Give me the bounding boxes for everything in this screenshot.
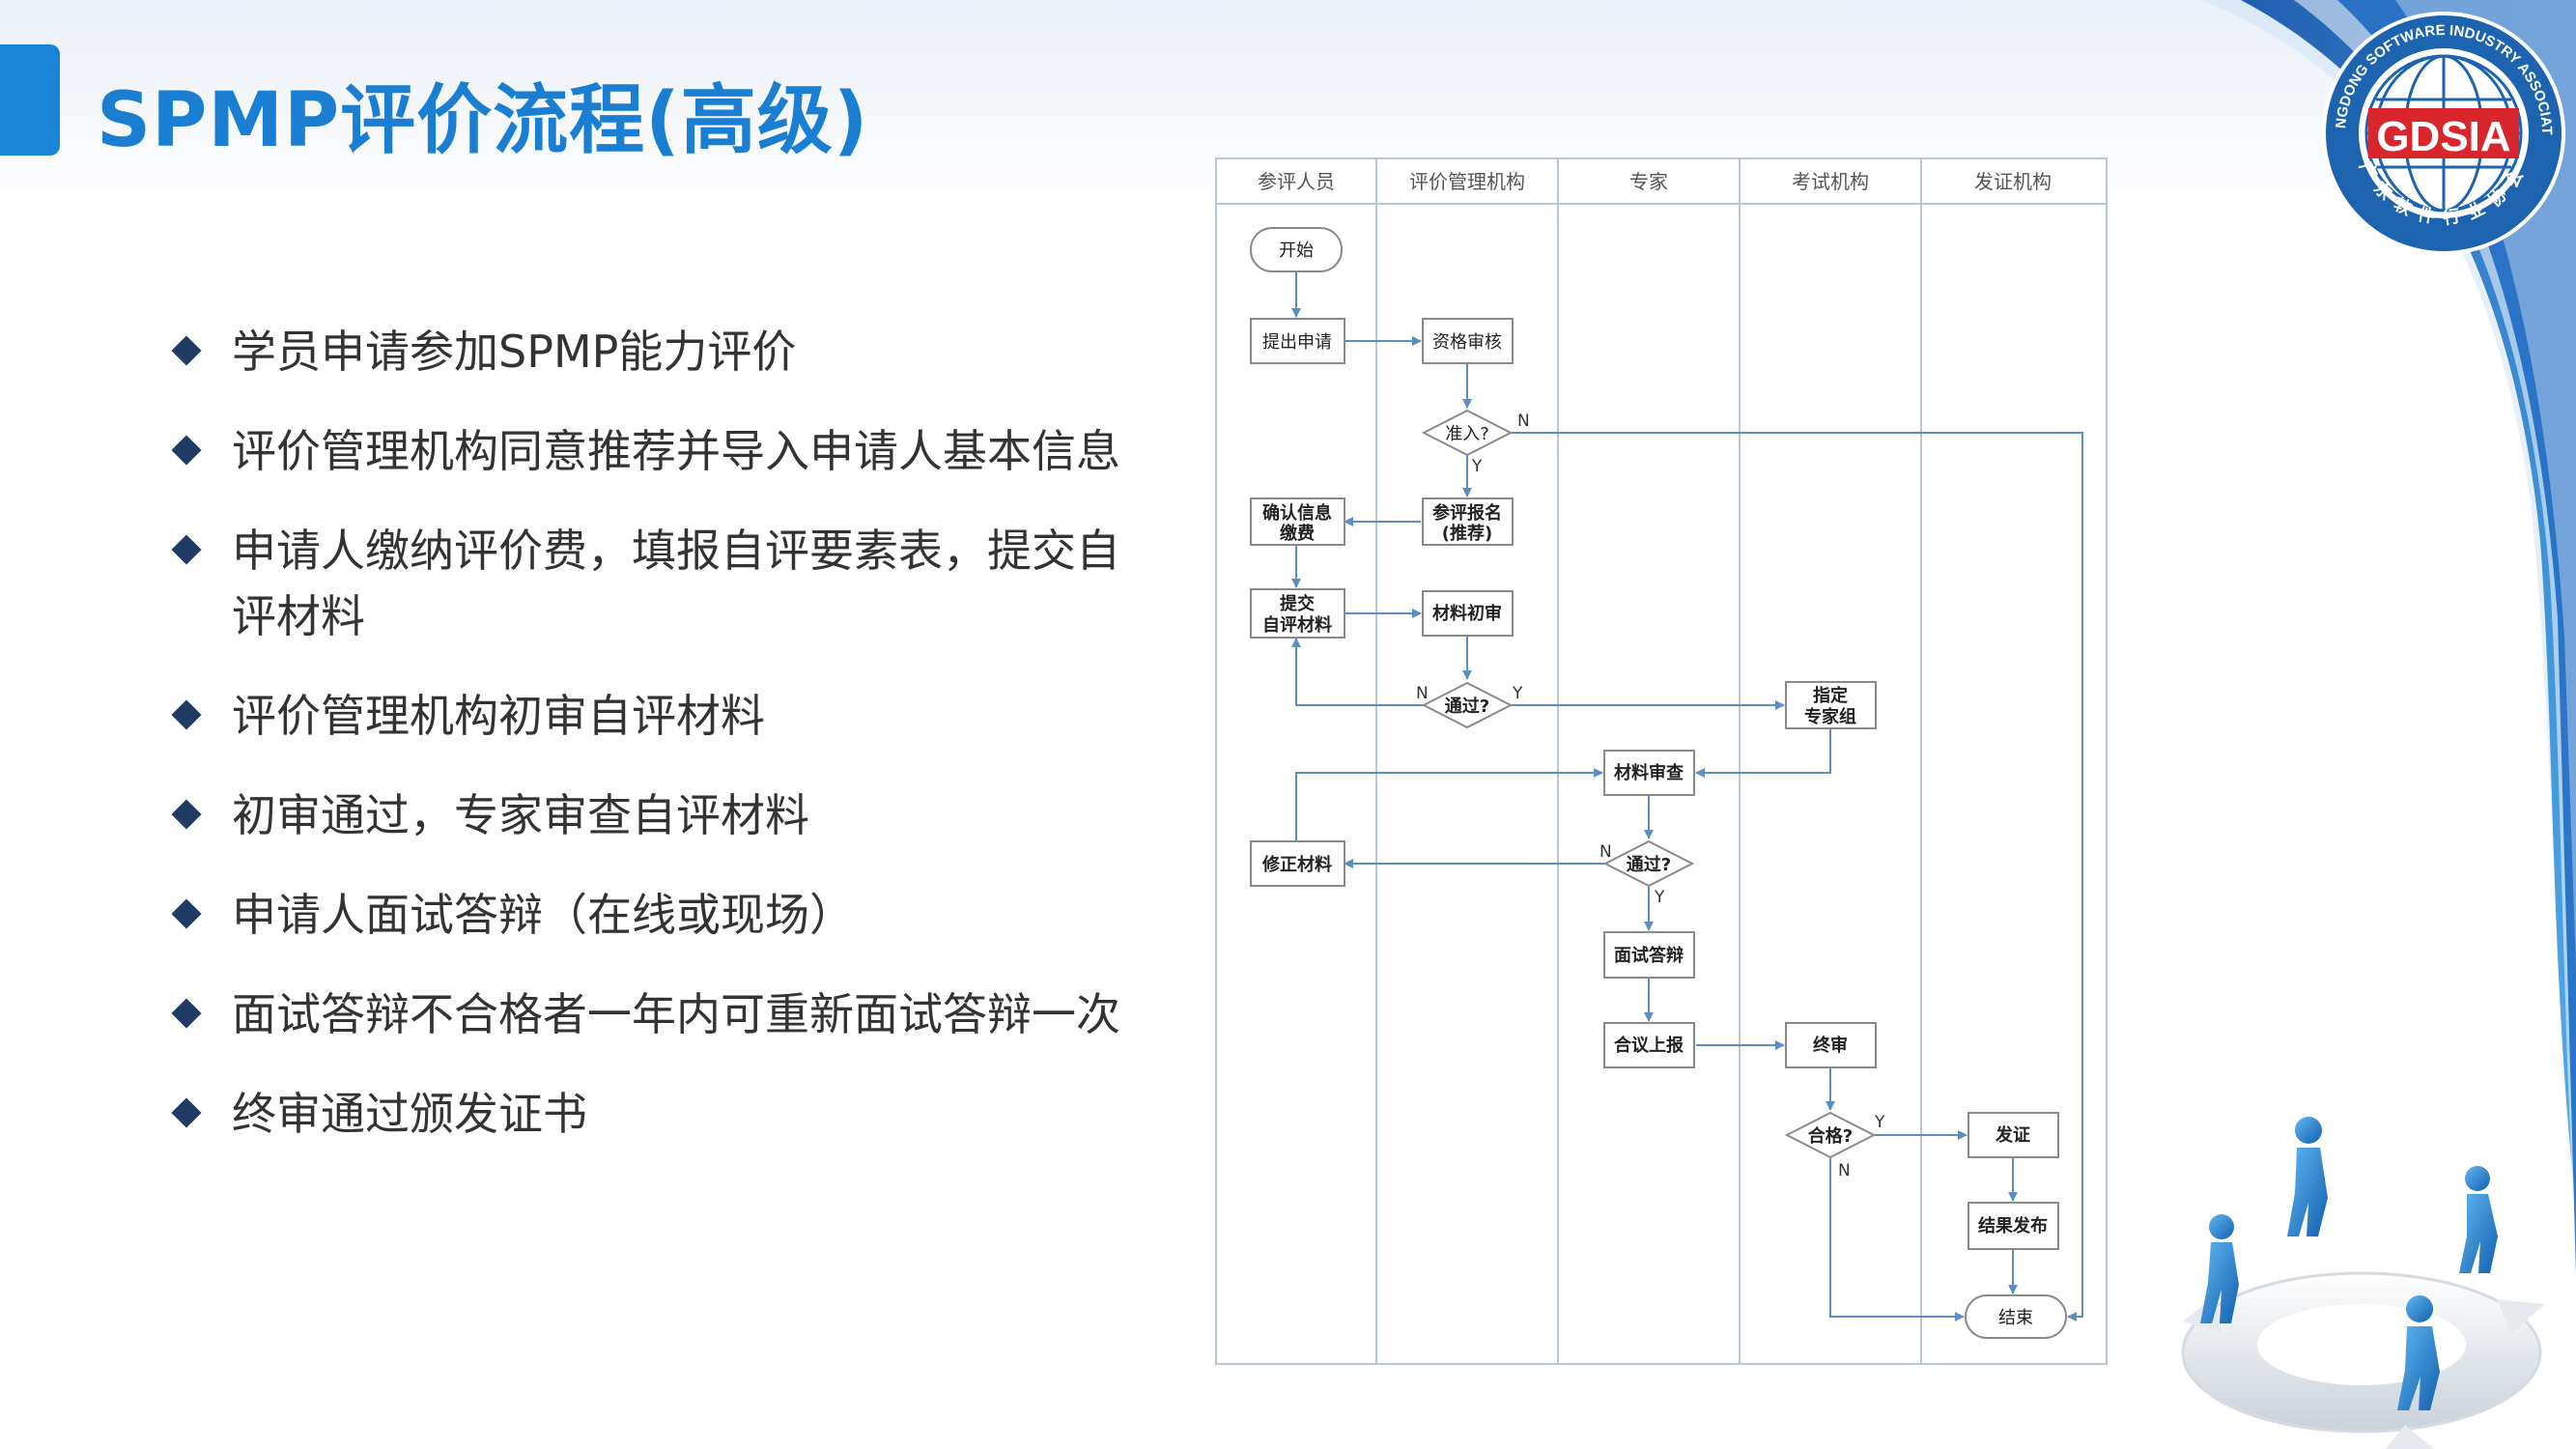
bullet-item: 终审通过颁发证书 [171,1081,1120,1147]
node-start [1250,227,1343,272]
pass1-yes-label: Y [1512,684,1523,703]
node-end [1965,1294,2067,1339]
node-final-review [1785,1022,1877,1068]
node-material-review [1603,750,1695,796]
node-pass2-label: 通过? [1627,854,1671,875]
bullet-item: 学员申请参加SPMP能力评价 [171,319,1120,384]
node-pass1-decision [1421,681,1514,729]
node-interview-label: 面试答辩 [1614,945,1684,966]
page-title: SPMP评价流程(高级) [97,77,869,164]
node-confirm-label-1: 确认信息 [1262,502,1332,524]
lane-header-participant: 参评人员 [1258,170,1335,193]
bullet-item: 评价管理机构同意推荐并导入申请人基本信息 [171,418,1120,484]
node-material-review-label: 材料审查 [1614,762,1684,783]
bullet-item: 评价管理机构初审自评材料 [171,683,1120,749]
lane-header-exam: 考试机构 [1792,170,1869,193]
admit-no-label: N [1517,412,1530,431]
diamond-bullet-icon [171,534,202,565]
node-register-label-2: (推荐) [1442,523,1492,544]
diamond-bullet-icon [171,1097,202,1128]
bullet-item: 申请人面试答辩（在线或现场） [171,882,1120,948]
title-accent-bar [0,44,60,156]
admit-yes-label: Y [1471,457,1483,476]
node-revise-label: 修正材料 [1261,854,1332,875]
node-report [1603,1022,1695,1068]
bullet-text: 终审通过颁发证书 [232,1088,587,1140]
node-qualify [1422,318,1514,364]
node-apply [1250,318,1345,364]
node-publish [1967,1202,2059,1250]
node-submit-label-2: 自评材料 [1262,614,1332,636]
diamond-bullet-icon [171,998,202,1029]
node-pass1-label: 通过? [1445,696,1489,717]
node-admit-label: 准入? [1445,424,1489,444]
node-interview [1603,931,1695,979]
bullet-text: 评价管理机构同意推荐并导入申请人基本信息 [232,425,1120,477]
qualified-no-label: N [1838,1161,1851,1180]
diamond-bullet-icon [171,699,202,730]
node-certify [1967,1112,2059,1158]
node-qualify-label: 资格审核 [1432,332,1502,353]
node-confirm-label-2: 缴费 [1280,523,1315,544]
node-pass2-decision [1602,839,1695,888]
bullet-list: 学员申请参加SPMP能力评价 评价管理机构同意推荐并导入申请人基本信息 申请人缴… [171,319,1120,1180]
node-register-label-1: 参评报名 [1432,502,1502,524]
diamond-bullet-icon [171,799,202,830]
gdsia-logo: GDSIA GUANGDONG SOFTWARE INDUSTRY ASSOCI… [2318,8,2565,255]
teamwork-illustration [2181,1117,2545,1449]
bullet-item: 面试答辩不合格者一年内可重新面试答辩一次 [171,981,1120,1047]
node-submit-label-1: 提交 [1280,593,1315,614]
node-final-review-label: 终审 [1813,1035,1848,1056]
bullet-item: 初审通过，专家审查自评材料 [171,782,1120,848]
node-qualified-label: 合格? [1808,1125,1853,1147]
bullet-text: 学员申请参加SPMP能力评价 [232,326,797,378]
node-first-review-label: 材料初审 [1432,603,1502,624]
node-end-label: 结束 [1998,1308,2033,1328]
decorative-swoosh [2202,0,2576,1275]
logo-gdsia-text: GDSIA [2376,113,2510,160]
node-register [1422,497,1514,546]
node-assign-label-1: 指定 [1813,685,1848,706]
lane-header-management: 评价管理机构 [1409,170,1525,193]
node-report-label: 合议上报 [1614,1035,1684,1056]
diamond-bullet-icon [171,898,202,929]
lane-header-certification: 发证机构 [1974,170,2052,193]
diamond-bullet-icon [171,335,202,366]
node-confirm [1250,497,1345,546]
pass1-no-label: N [1416,684,1429,703]
pass2-yes-label: Y [1654,888,1665,907]
diamond-bullet-icon [171,435,202,466]
node-certify-label: 发证 [1995,1124,2030,1146]
bullet-text: 初审通过，专家审查自评材料 [232,789,809,841]
node-submit [1250,588,1345,639]
node-apply-label: 提出申请 [1262,332,1332,353]
bullet-text: 面试答辩不合格者一年内可重新面试答辩一次 [232,988,1120,1040]
qualified-yes-label: Y [1874,1113,1885,1132]
bullet-text: 申请人缴纳评价费，填报自评要素表，提交自评材料 [232,525,1120,642]
node-start-label: 开始 [1279,241,1314,261]
node-first-review [1422,590,1514,637]
node-publish-label: 结果发布 [1978,1215,2048,1236]
bullet-item: 申请人缴纳评价费，填报自评要素表，提交自评材料 [171,518,1120,649]
bullet-text: 申请人面试答辩（在线或现场） [232,889,854,941]
node-assign-label-2: 专家组 [1804,706,1856,727]
pass2-no-label: N [1599,842,1612,862]
node-revise [1250,840,1345,887]
lane-header-expert: 专家 [1629,170,1668,193]
node-assign-expert [1785,681,1877,729]
swimlane-flowchart: 参评人员 评价管理机构 专家 考试机构 发证机构 [1215,157,2108,1365]
node-admit-decision [1421,409,1514,457]
bullet-text: 评价管理机构初审自评材料 [232,690,765,742]
node-qualified-decision [1784,1111,1877,1159]
